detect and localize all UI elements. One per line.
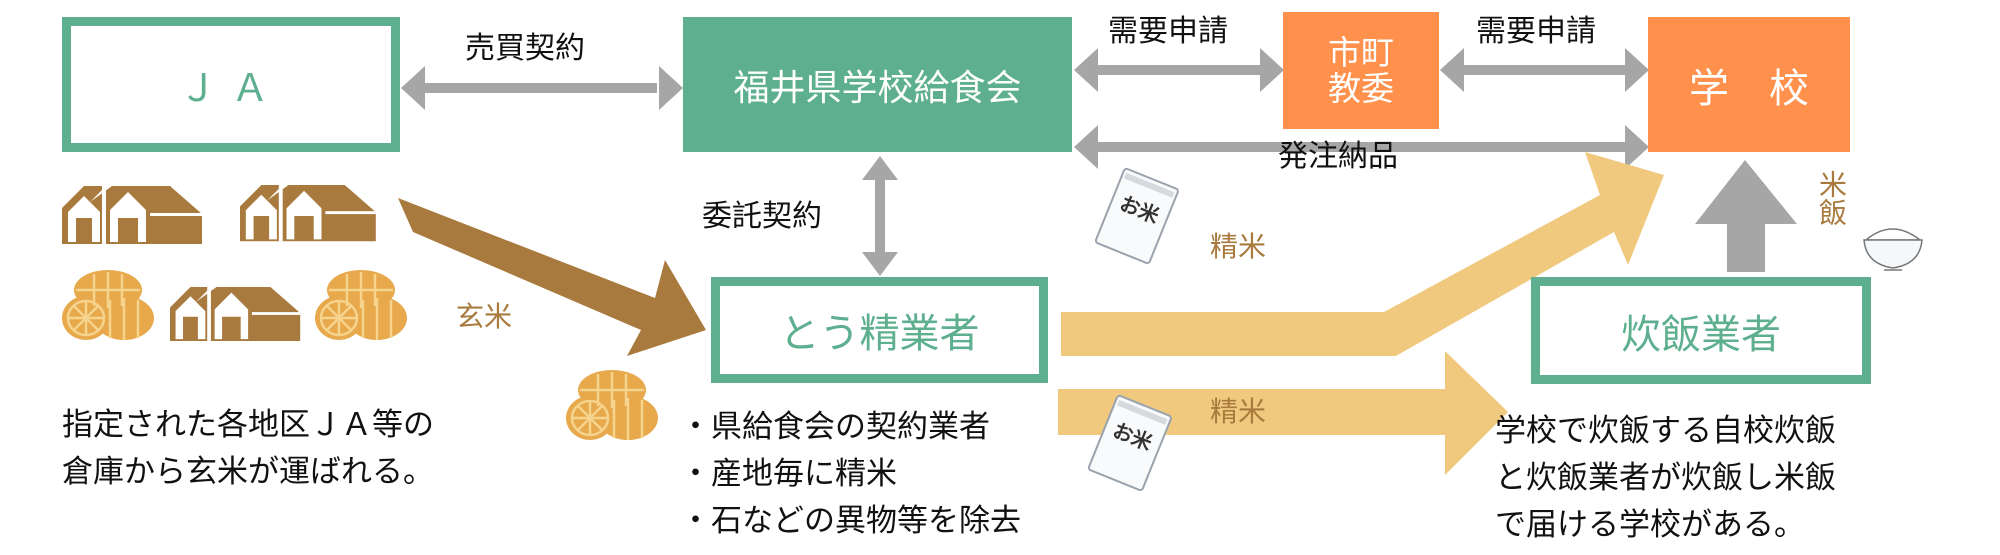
ja-note-line: 指定された各地区ＪＡ等の: [62, 407, 434, 443]
suihan-note: 学校で炊飯する自校炊飯 と炊飯業者が炊飯し米飯 で届ける学校がある。: [1495, 408, 1836, 549]
rice-bowl-icon: [1863, 228, 1923, 271]
node-suihan-gyosha: 炊飯業者: [1531, 277, 1871, 384]
arrow-juyo-shinsei-1: [1074, 48, 1284, 92]
node-shicho-kyoi-line1: 市町: [1328, 32, 1394, 72]
arrow-baibai-keiyaku: [401, 66, 683, 110]
node-ja-label: ＪＡ: [178, 66, 283, 110]
label-baibai-keiyaku: 売買契約: [465, 31, 585, 66]
rice-bag-icon: [1094, 167, 1180, 265]
arrow-juyo-shinsei-2: [1440, 48, 1649, 92]
arrow-beihan: [1695, 160, 1797, 272]
node-toseigyosha-label: とう精業者: [779, 311, 980, 357]
warehouse-icon: [240, 185, 376, 242]
node-kyushokukai-label: 福井県学校給食会: [733, 67, 1022, 109]
arrow-genmai: [398, 198, 706, 356]
label-juyo-shinsei-2: 需要申請: [1476, 14, 1596, 49]
toseigyosha-notes: ・県給食会の契約業者 ・産地毎に精米 ・石などの異物等を除去: [680, 404, 1021, 545]
node-toseigyosha: とう精業者: [711, 277, 1048, 383]
label-itaku-keiyaku: 委託契約: [702, 199, 822, 234]
rice-bale-icon: [60, 268, 156, 342]
ja-note: 指定された各地区ＪＡ等の 倉庫から玄米が運ばれる。: [62, 402, 434, 496]
toseigyosha-note-item: ・産地毎に精米: [680, 456, 897, 492]
toseigyosha-note-item: ・石などの異物等を除去: [680, 503, 1021, 539]
ja-note-line: 倉庫から玄米が運ばれる。: [62, 454, 434, 490]
label-juyo-shinsei-1: 需要申請: [1108, 14, 1228, 49]
suihan-note-line: で届ける学校がある。: [1495, 507, 1805, 543]
label-seimai-upper: 精米: [1210, 230, 1267, 263]
toseigyosha-note-item: ・県給食会の契約業者: [680, 409, 990, 445]
node-shicho-kyoi: 市町 教委: [1283, 12, 1439, 129]
suihan-note-line: と炊飯業者が炊飯し米飯: [1495, 460, 1836, 496]
rice-bale-icon: [313, 268, 409, 342]
label-hachu-nohin: 発注納品: [1278, 139, 1398, 174]
label-genmai: 玄米: [456, 300, 513, 333]
label-seimai-lower: 精米: [1210, 395, 1267, 428]
warehouse-icon: [62, 186, 202, 244]
warehouse-icon: [170, 287, 301, 341]
rice-bale-icon: [564, 368, 660, 442]
arrow-seimai-to-school: [1061, 152, 1664, 356]
node-gakko-label: 学 校: [1689, 65, 1809, 112]
arrow-itaku-keiyaku: [862, 156, 898, 276]
arrow-hachu-nohin: [1074, 125, 1649, 169]
label-beihan: 米飯: [1815, 170, 1848, 226]
node-suihan-gyosha-label: 炊飯業者: [1621, 311, 1781, 358]
arrow-seimai-to-suihan: [1058, 351, 1508, 475]
node-shicho-kyoi-line2: 教委: [1328, 68, 1394, 108]
node-kyushokukai: 福井県学校給食会: [683, 17, 1072, 152]
node-gakko: 学 校: [1648, 17, 1850, 152]
node-ja: ＪＡ: [62, 17, 400, 152]
suihan-note-line: 学校で炊飯する自校炊飯: [1495, 413, 1836, 449]
